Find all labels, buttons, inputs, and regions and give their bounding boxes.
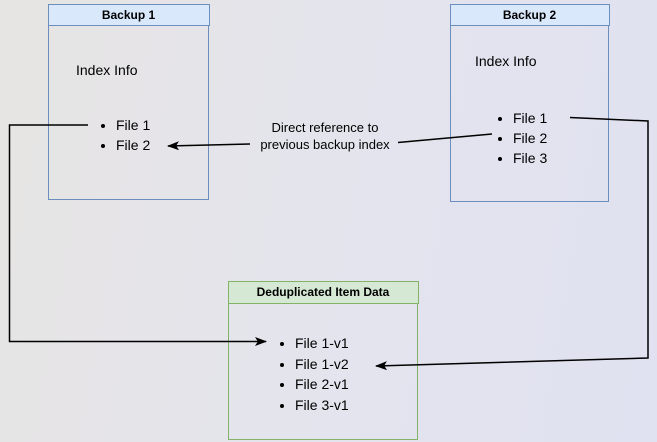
file-list-item: File 1: [513, 108, 547, 128]
dedup-title: Deduplicated Item Data: [256, 285, 390, 299]
file-list-item: File 3-v1: [295, 395, 349, 416]
backup2-title: Backup 2: [502, 7, 557, 22]
backup2-index-info-label: Index Info: [475, 53, 537, 69]
file-list-item: File 1-v1: [295, 333, 349, 354]
annotation-line-1: Direct reference to: [271, 120, 379, 135]
backup1-header: Backup 1: [47, 3, 210, 26]
file-list-item: File 1-v2: [295, 354, 349, 375]
file-list-item: File 2-v1: [295, 374, 349, 395]
file-list-item: File 3: [513, 148, 547, 168]
backup1-box: Backup 1: [47, 3, 210, 200]
backup1-title: Backup 1: [101, 7, 156, 22]
dedup-item-list: File 1-v1 File 1-v2 File 2-v1 File 3-v1: [277, 333, 349, 415]
backup1-file-list: File 1 File 2: [98, 115, 150, 155]
file-list-item: File 2: [116, 135, 150, 155]
backup2-box: Backup 2: [449, 3, 610, 202]
dedup-box: Deduplicated Item Data: [227, 280, 419, 440]
file-list-item: File 2: [513, 128, 547, 148]
backup2-header: Backup 2: [449, 3, 610, 26]
backup1-index-info-label: Index Info: [76, 62, 138, 78]
direct-reference-annotation: Direct reference to previous backup inde…: [240, 119, 410, 153]
annotation-line-2: previous backup index: [260, 137, 390, 152]
backup2-file-list: File 1 File 2 File 3: [495, 108, 547, 168]
dedup-header: Deduplicated Item Data: [227, 280, 419, 304]
file-list-item: File 1: [116, 115, 150, 135]
